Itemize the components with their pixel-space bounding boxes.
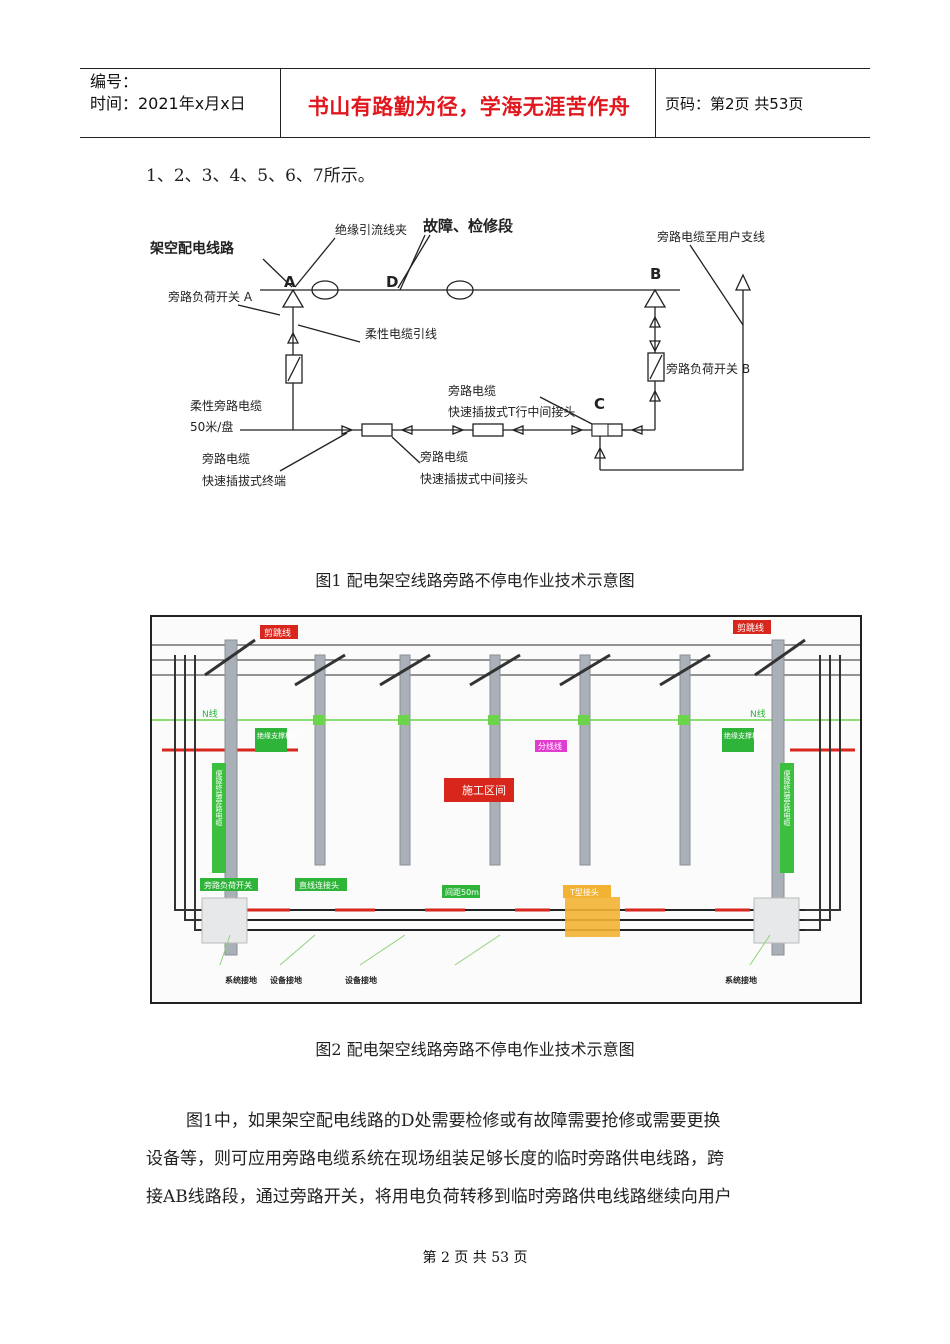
- page-footer: 第 2 页 共 53 页: [422, 1250, 528, 1266]
- system-ground-label: 系统接地: [725, 975, 757, 985]
- n-line-label: N线: [202, 708, 218, 720]
- point-b-label: B: [650, 265, 661, 283]
- point-d-label: D: [386, 273, 398, 291]
- header-divider: [280, 69, 281, 137]
- figure1-diagram: 架空配电线路 绝缘引流线夹 故障、检修段 旁路电缆至用户支线 A D B C 旁…: [149, 217, 765, 488]
- paragraph-line: 设备等，则可应用旁路电缆系统在现场组装足够长度的临时旁路供电线路，跨: [146, 1149, 724, 1169]
- terminal-cable-label: 便捷终端旁路电缆: [215, 769, 223, 827]
- point-a-label: A: [284, 273, 296, 291]
- branch-line-label: 分线线: [538, 741, 562, 751]
- fault-section-label: 故障、检修段: [423, 217, 513, 235]
- span-label: 间距50m: [445, 888, 479, 897]
- paragraph-line: 图1中，如果架空配电线路的D处需要检修或有故障需要抢修或需要更换: [186, 1111, 721, 1131]
- work-zone-label: 施工区间: [462, 784, 506, 797]
- support-label: 绝缘支撑横担: [257, 731, 299, 740]
- header-meta: 编号： 时间：2021年x月x日: [90, 71, 246, 115]
- t-joint-box: [591, 423, 609, 437]
- point-c-label: C: [594, 395, 605, 413]
- figure2-diagram: 剪跳线 剪跳线 绝缘支撑横担 绝缘支撑横担 分线线 施工区间 旁路负荷开关 直线…: [150, 615, 862, 1004]
- document-number: 编号：: [90, 72, 139, 91]
- flexible-cable-label: 柔性旁路电缆: [190, 398, 262, 413]
- quick-t-joint-label: 快速插拔式T行中间接头: [448, 404, 575, 419]
- figure2-caption: 图2 配电架空线路旁路不停电作业技术示意图: [315, 1040, 635, 1059]
- quick-mid-joint-label: 快速插拔式中间接头: [420, 471, 528, 486]
- insulated-clamp-label: 绝缘引流线夹: [335, 222, 407, 237]
- figure1-caption: 图1 配电架空线路旁路不停电作业技术示意图: [315, 571, 635, 590]
- intro-line: 1、2、3、4、5、6、7所示。: [146, 166, 375, 186]
- page-number: 页码：第2页 共53页: [665, 95, 804, 113]
- per-reel-label: 50米/盘: [190, 419, 233, 434]
- overhead-line-label: 架空配电线路: [149, 240, 235, 257]
- bypass-cable-label: 旁路电缆: [448, 383, 496, 398]
- bypass-cable-label: 旁路电缆: [202, 451, 250, 466]
- bypass-to-user-label: 旁路电缆至用户支线: [657, 229, 765, 244]
- switch-a-label: 旁路负荷开关 A: [168, 289, 253, 304]
- switch-b-label: 旁路负荷开关 B: [666, 361, 750, 376]
- equipment-ground-label: 设备接地: [345, 975, 377, 985]
- bypass-cable-label: 旁路电缆: [420, 449, 468, 464]
- t-joint-label: T型接头: [569, 887, 599, 897]
- document-time: 时间：2021年x月x日: [90, 94, 246, 113]
- system-ground-label: 系统接地: [225, 975, 257, 985]
- quick-terminal-label: 快速插拔式终端: [202, 473, 286, 488]
- load-switch-label: 旁路负荷开关: [204, 880, 252, 890]
- flexible-lead-label: 柔性电缆引线: [365, 327, 437, 341]
- page-header: 编号： 时间：2021年x月x日 书山有路勤为径，学海无涯苦作舟 页码：第2页 …: [80, 68, 870, 138]
- cut-jumper-label: 剪跳线: [737, 622, 764, 634]
- n-line-label: N线: [750, 708, 766, 720]
- equipment-ground-label: 设备接地: [270, 975, 302, 985]
- straight-joint-label: 直线连接头: [299, 880, 339, 890]
- header-motto: 书山有路勤为径，学海无涯苦作舟: [307, 94, 631, 119]
- paragraph-line: 接AB线路段，通过旁路开关，将用电负荷转移到临时旁路供电线路继续向用户: [146, 1187, 732, 1207]
- cut-jumper-label: 剪跳线: [264, 627, 291, 639]
- support-label: 绝缘支撑横担: [724, 731, 766, 740]
- header-divider: [655, 69, 656, 137]
- terminal-cable-label: 便捷终端旁路电缆: [783, 769, 791, 827]
